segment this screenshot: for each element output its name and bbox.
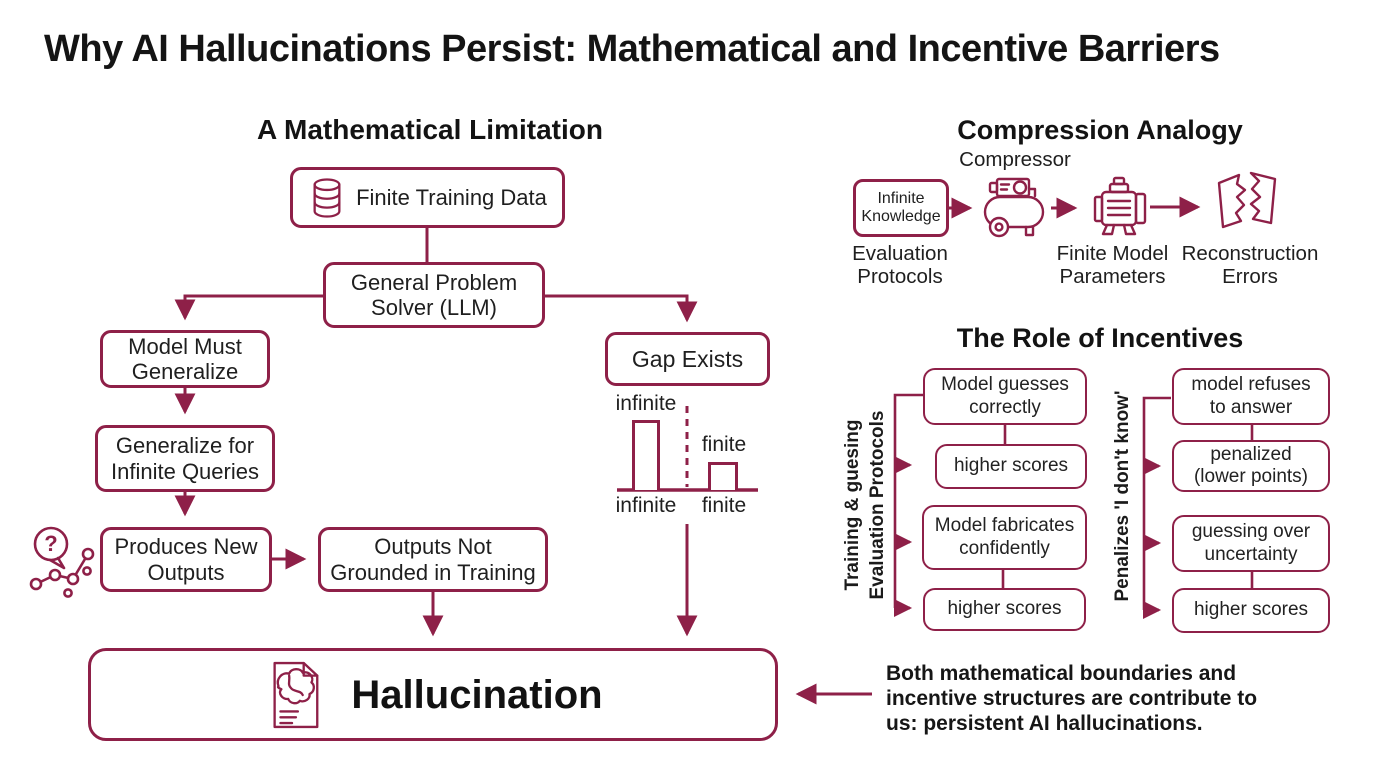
conclusion-line-2: incentive structures are contribute to — [886, 687, 1258, 710]
infinite-knowledge-label: Infinite Knowledge — [861, 189, 941, 225]
model-guesses-correctly-box: Model guesses correctly — [923, 368, 1087, 425]
higher-scores-label-1: higher scores — [953, 455, 1069, 477]
conclusion-line-3: us: persistent AI hallucinations. — [886, 712, 1203, 735]
model-fabricates-confidently-box: Model fabricates confidently — [922, 505, 1087, 570]
math-section-heading: A Mathematical Limitation — [257, 114, 603, 145]
evaluation-protocols-label: Evaluation Protocols — [852, 242, 948, 288]
gap-chart-bottom-label-finite: finite — [701, 494, 747, 517]
reconstruction-errors-label: Reconstruction Errors — [1181, 242, 1319, 288]
gap-exists-label: Gap Exists — [631, 345, 744, 372]
gap-exists-box: Gap Exists — [605, 332, 770, 386]
question-bubble-network-icon: ? — [24, 518, 98, 598]
training-guessing-line1: Training & guesing — [842, 419, 863, 591]
compression-heading: Compression Analogy — [957, 115, 1243, 145]
general-problem-solver-label: General Problem Solver (LLM) — [350, 269, 518, 320]
conclusion-line-1: Both mathematical boundaries and — [886, 662, 1237, 685]
infinite-knowledge-box: Infinite Knowledge — [853, 179, 949, 237]
hallucination-box: Hallucination — [88, 648, 778, 741]
guessing-over-uncertainty-label: guessing over uncertainty — [1191, 521, 1311, 565]
hallucination-label: Hallucination — [351, 672, 603, 717]
document-brain-icon — [263, 657, 325, 733]
produces-new-outputs-label: Produces New Outputs — [114, 534, 258, 585]
gap-chart — [615, 398, 761, 490]
general-problem-solver-box: General Problem Solver (LLM) — [323, 262, 545, 328]
svg-text:?: ? — [44, 531, 57, 556]
model-must-generalize-label: Model Must Generalize — [128, 333, 242, 384]
bar-infinite — [632, 420, 660, 490]
higher-scores-box-1: higher scores — [935, 444, 1087, 489]
compressor-machine-icon — [982, 170, 1048, 240]
guessing-over-uncertainty-box: guessing over uncertainty — [1172, 515, 1330, 572]
generalize-infinite-queries-box: Generalize for Infinite Queries — [95, 425, 275, 492]
gap-chart-bottom-label-infinite: infinite — [615, 494, 677, 517]
conclusion-text: Both mathematical boundaries and incenti… — [886, 661, 1326, 736]
outputs-not-grounded-box: Outputs Not Grounded in Training — [318, 527, 548, 592]
outputs-not-grounded-label: Outputs Not Grounded in Training — [330, 534, 536, 585]
higher-scores-box-2: higher scores — [923, 588, 1086, 631]
penalizes-idk-vertical-label: Penalizes 'I don't know' — [1110, 376, 1134, 616]
gap-chart-top-label-finite: finite — [701, 433, 747, 456]
higher-scores-label-3: higher scores — [1193, 599, 1309, 621]
page-title: Why AI Hallucinations Persist: Mathemati… — [44, 28, 1220, 70]
model-must-generalize-box: Model Must Generalize — [100, 330, 270, 388]
produces-new-outputs-box: Produces New Outputs — [100, 527, 272, 592]
gap-chart-top-label-infinite: infinite — [615, 392, 677, 415]
penalized-lower-points-box: penalized (lower points) — [1172, 440, 1330, 492]
model-fabricates-confidently-label: Model fabricates confidently — [934, 515, 1075, 559]
model-refuses-to-answer-box: model refuses to answer — [1172, 368, 1330, 425]
incentives-heading: The Role of Incentives — [956, 323, 1244, 353]
model-guesses-correctly-label: Model guesses correctly — [941, 374, 1069, 418]
training-guessing-line2: Evaluation Protocols — [867, 410, 889, 600]
generalize-infinite-queries-label: Generalize for Infinite Queries — [111, 433, 259, 484]
database-icon — [308, 176, 346, 220]
torn-paper-icon — [1213, 169, 1285, 233]
motor-icon — [1090, 176, 1152, 238]
higher-scores-box-3: higher scores — [1172, 588, 1330, 633]
training-guessing-vertical-label: Training & guesing Evaluation Protocols — [840, 380, 892, 630]
penalized-lower-points-label: penalized (lower points) — [1193, 443, 1309, 487]
finite-model-parameters-label: Finite Model Parameters — [1056, 242, 1169, 288]
penalizes-idk-label: Penalizes 'I don't know' — [1112, 390, 1133, 602]
bar-finite — [708, 462, 738, 490]
compressor-label: Compressor — [959, 148, 1071, 171]
finite-training-data-box: Finite Training Data — [290, 167, 565, 228]
model-refuses-to-answer-label: model refuses to answer — [1191, 374, 1311, 418]
higher-scores-label-2: higher scores — [947, 598, 1062, 620]
finite-training-data-label: Finite Training Data — [356, 184, 547, 210]
